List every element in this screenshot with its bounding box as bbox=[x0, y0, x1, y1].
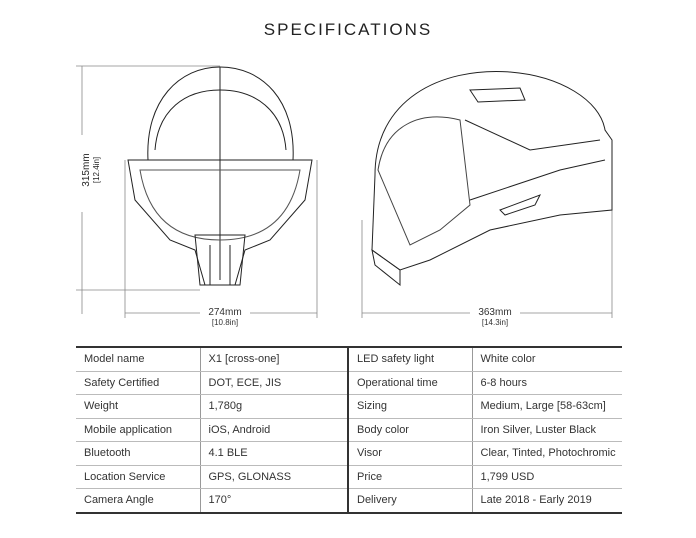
spec-value: 1,780g bbox=[199, 394, 348, 419]
spec-label: Visor bbox=[347, 441, 472, 466]
spec-label: Camera Angle bbox=[84, 494, 154, 507]
spec-value: Iron Silver, Luster Black bbox=[471, 418, 622, 442]
helmet-drawings bbox=[76, 65, 613, 318]
spec-value: iOS, Android bbox=[199, 418, 348, 442]
width-dimension: 274mm [10.8in] bbox=[195, 307, 255, 327]
page-title: SPECIFICATIONS bbox=[263, 20, 433, 39]
width-mm: 274mm bbox=[208, 307, 242, 318]
spec-value: DOT, ECE, JIS bbox=[199, 371, 348, 395]
height-mm: 315mm bbox=[81, 153, 92, 187]
spec-value: Medium, Large [58-63cm] bbox=[471, 394, 622, 419]
spec-label: Body color bbox=[347, 418, 472, 442]
spec-label: Model name bbox=[76, 347, 200, 372]
height-dimension: 315mm [12.4in] bbox=[81, 140, 102, 200]
length-in: [14.3in] bbox=[481, 318, 509, 327]
length-dimension: 363mm [14.3in] bbox=[465, 307, 525, 327]
spec-label: Operational time bbox=[347, 371, 472, 395]
spec-value: Late 2018 - Early 2019 bbox=[471, 488, 622, 513]
length-mm: 363mm bbox=[478, 307, 512, 318]
spec-value: White color bbox=[471, 347, 622, 372]
spec-value: 1,799 USD bbox=[471, 465, 622, 489]
side-view-helmet bbox=[371, 71, 613, 287]
front-view-helmet bbox=[127, 66, 313, 286]
height-in: [12.4in] bbox=[92, 156, 101, 184]
spec-label: LED safety light bbox=[347, 347, 472, 372]
spec-label: Safety Certified bbox=[76, 371, 200, 395]
spec-label: Mobile application bbox=[76, 418, 200, 442]
spec-label: Location Service bbox=[76, 465, 200, 489]
spec-value: Clear, Tinted, Photochromic bbox=[471, 441, 622, 466]
spec-value: 6-8 hours bbox=[471, 371, 622, 395]
spec-label: Weight bbox=[76, 394, 200, 419]
spec-value: 170° bbox=[199, 488, 348, 513]
width-in: [10.8in] bbox=[211, 318, 239, 327]
dimension-lines bbox=[76, 65, 613, 318]
spec-value: X1 [cross-one] bbox=[199, 347, 348, 372]
spec-label: Price bbox=[347, 465, 472, 489]
spec-value: GPS, GLONASS bbox=[199, 465, 348, 489]
spec-label: Delivery bbox=[347, 488, 472, 513]
spec-value: 4.1 BLE bbox=[199, 441, 348, 466]
spec-label: Bluetooth bbox=[76, 441, 200, 466]
spec-label: Sizing bbox=[347, 394, 472, 419]
